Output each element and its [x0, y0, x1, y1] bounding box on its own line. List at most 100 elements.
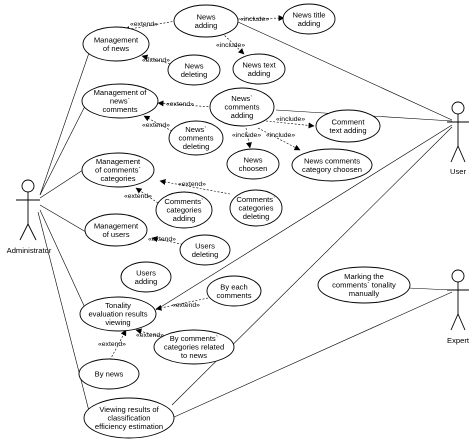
use-case-label: By news	[95, 370, 124, 379]
use-case-label: News	[244, 155, 263, 164]
actor-user[interactable]: User	[447, 101, 469, 176]
use-case-label: news`	[110, 97, 130, 106]
use-case-label: By each	[220, 282, 247, 291]
extend-label: «extend»	[142, 57, 170, 64]
include-arrow	[265, 120, 315, 129]
extend-arrow	[135, 187, 159, 204]
include-label: «include»	[240, 16, 269, 23]
actor-label-expert: Expert	[447, 336, 470, 345]
extend-arrow	[151, 236, 187, 246]
use-case-label: Users	[136, 268, 156, 277]
include-label: «include»	[232, 132, 261, 139]
use-case-label: comments	[102, 105, 137, 114]
use-case-label: Comment	[332, 117, 366, 126]
extend-arrow	[159, 179, 231, 195]
use-case-by-news[interactable]: By news	[78, 358, 140, 390]
relation-labels: «extend» «include» «extend» «include» «e…	[98, 16, 305, 348]
use-case-label: By comments`	[170, 334, 219, 343]
use-case-label: text adding	[329, 126, 366, 135]
use-case-label: Management	[96, 157, 141, 166]
association-line	[39, 167, 87, 199]
use-case-label: News	[185, 61, 204, 70]
use-case-label: deleting	[192, 250, 219, 259]
use-case-label: of comments`	[95, 166, 141, 175]
extend-label: «extend»	[166, 101, 194, 108]
use-case-label: comments	[178, 134, 213, 143]
actor-label-administrator: Administrator	[7, 246, 52, 255]
use-case-label: categories	[100, 174, 135, 183]
use-case-label: News	[197, 12, 216, 21]
use-case-label: News`	[185, 125, 207, 134]
use-case-label: deleting	[243, 212, 270, 221]
extend-label: «extend»	[124, 193, 152, 200]
extend-label: «extend»	[142, 122, 170, 129]
include-label: «include»	[276, 116, 305, 123]
extend-arrow	[135, 328, 167, 339]
use-case-label: deleting	[183, 142, 210, 151]
use-case-label: of users	[102, 230, 129, 239]
use-case-viewing-classification-results[interactable]: Viewing results ofclassificationefficien…	[83, 397, 175, 439]
use-case-label: categories related	[164, 343, 224, 352]
use-case-label: News comments	[304, 156, 360, 165]
actor-label-user: User	[450, 167, 467, 176]
actor-expert[interactable]: Expert	[447, 269, 470, 345]
use-case-label: classification	[107, 414, 150, 423]
use-case-label: comments	[224, 103, 259, 112]
extend-label: «extend»	[130, 21, 158, 28]
use-case-label: adding	[231, 111, 254, 120]
use-case-label: News`	[231, 94, 253, 103]
extend-label: «extend»	[172, 302, 200, 309]
use-case-label: Comments`	[164, 197, 203, 206]
extend-label: «extend»	[98, 341, 126, 348]
include-arrow	[221, 32, 245, 55]
use-case-label: Comments`	[236, 195, 275, 204]
include-arrow	[237, 15, 285, 22]
include-arrow	[257, 127, 301, 151]
use-case-label: Viewing results of	[99, 405, 159, 414]
association-line	[155, 124, 453, 311]
use-case-label: to news	[181, 351, 207, 360]
association-line	[37, 211, 91, 416]
use-case-label: Marking the	[344, 272, 384, 281]
association-line	[39, 204, 87, 233]
extend-label: «extend»	[148, 236, 176, 243]
use-case-label: adding	[195, 21, 218, 30]
use-case-label: News title	[293, 10, 326, 19]
use-case-label: efficiency estimation	[95, 422, 163, 431]
dependencies	[109, 15, 315, 361]
extend-arrow	[123, 20, 177, 33]
use-case-label: comments` tonality	[332, 281, 396, 290]
use-case-label: adding	[298, 19, 321, 28]
include-label: «include»	[216, 42, 245, 49]
use-case-label: choosen	[239, 164, 268, 173]
association-line	[39, 103, 87, 196]
actor-administrator[interactable]: Administrator	[7, 179, 52, 255]
use-case-label: manually	[349, 289, 380, 298]
use-case-label: adding	[248, 69, 271, 78]
association-line	[237, 21, 453, 121]
use-case-label: Management of	[94, 88, 148, 97]
use-case-label: comments	[216, 291, 251, 300]
use-case-label: of news	[103, 44, 129, 53]
